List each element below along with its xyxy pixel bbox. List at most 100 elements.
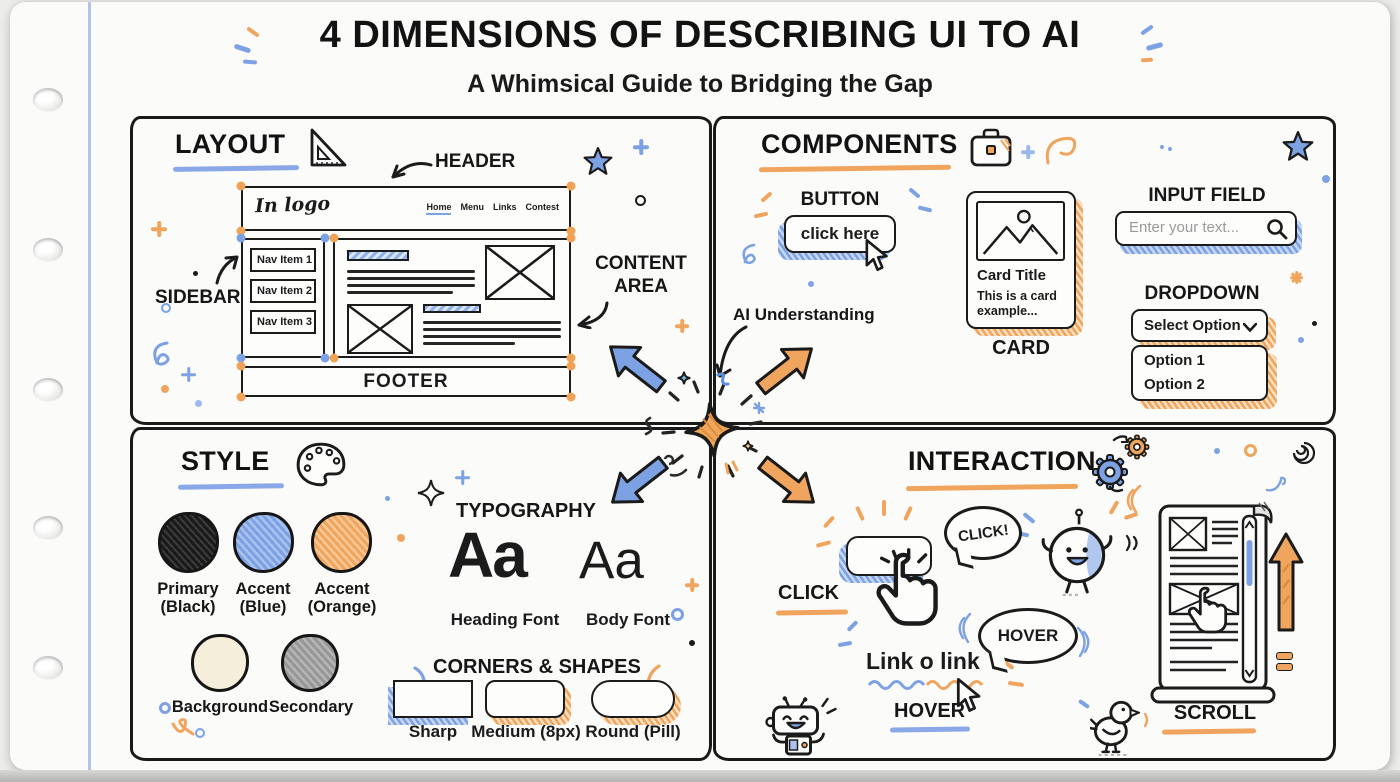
decor-plus [455, 470, 470, 485]
punch-hole [33, 656, 63, 680]
sharp-shape [393, 680, 473, 718]
ai-spark-star [644, 371, 766, 479]
bird-character [1090, 700, 1140, 756]
decor-dash [1276, 652, 1293, 660]
decor-star-blue [1282, 131, 1314, 161]
briefcase-icon [970, 128, 1012, 167]
palette-icon [296, 442, 346, 487]
handle-dot[interactable] [236, 233, 246, 243]
mascot-character [1041, 508, 1113, 596]
handle-dot[interactable] [236, 226, 246, 236]
tap-hand-icon [876, 548, 938, 626]
search-input-field[interactable] [1127, 218, 1261, 237]
handle-dot[interactable] [329, 353, 339, 363]
wireframe-nav-item[interactable]: Nav Item 1 [250, 248, 316, 272]
decor-quotes [1143, 712, 1149, 728]
decor-dash [908, 187, 921, 199]
pill-shape [591, 680, 675, 718]
swatch-accent-blue [233, 512, 294, 573]
decor-sparkle-outline [417, 479, 445, 507]
card-annotation: CARD [992, 337, 1050, 359]
dropdown-select[interactable]: Select Option [1131, 309, 1268, 342]
decor-squiggle [1045, 136, 1077, 165]
chevron-down-icon [1243, 323, 1257, 332]
decor-dot [193, 271, 198, 276]
decor-dot [689, 640, 695, 646]
round-label: Round (Pill) [585, 722, 681, 741]
nav-link-home[interactable]: Home [426, 202, 452, 215]
decor-squiggle [742, 243, 756, 265]
click-here-button[interactable]: click here [784, 215, 896, 253]
link-wavy-underline [867, 680, 984, 690]
hover-link[interactable]: Link o link [866, 648, 980, 674]
handle-dot[interactable] [566, 361, 576, 371]
punch-hole [33, 88, 63, 112]
components-heading-underline [758, 164, 952, 173]
nav-link-menu[interactable]: Menu [460, 202, 484, 212]
hover-underline [889, 726, 971, 733]
decor-plus [685, 578, 699, 592]
content-text-line [347, 291, 453, 294]
handle-dot[interactable] [566, 181, 576, 191]
decor-squiggle [171, 718, 195, 736]
medium-shape [485, 680, 565, 718]
button-annotation: BUTTON [800, 189, 880, 210]
sharp-label: Sharp [408, 722, 458, 741]
mountains-icon [982, 209, 1059, 255]
decor-plus [675, 319, 689, 333]
decor-dot [161, 385, 169, 393]
search-input[interactable] [1115, 211, 1297, 246]
dropdown-option[interactable]: Option 2 [1144, 376, 1205, 393]
swatch-label: Secondary [268, 698, 354, 716]
wireframe-header: In logo Home Menu Links Contest [241, 186, 571, 231]
decor-dash [917, 205, 933, 213]
handle-dot[interactable] [566, 353, 576, 363]
decor-dot [397, 534, 405, 542]
decor-dash [846, 619, 859, 633]
ai-understanding-label: AI Understanding [733, 305, 875, 324]
decor-arc [1126, 484, 1142, 514]
decor-dot [808, 281, 814, 287]
decor-star-blue [583, 147, 613, 175]
scroll-page [1150, 501, 1276, 704]
swatch-background [191, 634, 249, 692]
decor-ring [161, 303, 171, 313]
decor-dash [1140, 57, 1154, 63]
dropdown-options: Option 1 Option 2 [1131, 345, 1268, 401]
decor-plus [151, 221, 167, 237]
wireframe-nav-item[interactable]: Nav Item 2 [250, 279, 316, 303]
nav-link-links[interactable]: Links [492, 202, 517, 212]
handle-dot[interactable] [329, 233, 339, 243]
swatch-label: Accent (Orange) [307, 580, 377, 617]
handle-dot[interactable] [236, 361, 246, 371]
handle-dot[interactable] [566, 392, 576, 402]
input-annotation: INPUT FIELD [1148, 185, 1266, 206]
handle-dot[interactable] [566, 226, 576, 236]
swatch-secondary [281, 634, 339, 692]
handle-dot[interactable] [236, 392, 246, 402]
nav-link-contest[interactable]: Contest [525, 202, 560, 212]
dropdown-option[interactable]: Option 1 [1144, 352, 1205, 369]
content-area-annotation: CONTENT AREA [595, 253, 687, 297]
dropdown-selected-value: Select Option [1144, 317, 1241, 334]
decor-dash [1276, 663, 1293, 671]
handle-dot[interactable] [566, 233, 576, 243]
corners-heading: CORNERS & SHAPES [433, 656, 641, 678]
handle-dot[interactable] [236, 353, 246, 363]
wireframe-nav-item[interactable]: Nav Item 3 [250, 310, 316, 334]
search-icon[interactable] [1265, 217, 1289, 241]
decor-dash [760, 191, 773, 203]
handle-dot[interactable] [320, 233, 330, 243]
handle-dot[interactable] [236, 181, 246, 191]
header-arrow [391, 162, 433, 179]
decor-dash [837, 640, 853, 648]
decor-ring [635, 195, 646, 206]
body-font-sample: Aa [579, 531, 644, 590]
style-heading: STYLE [181, 446, 270, 476]
card-body: This is a card example... [977, 289, 1057, 318]
gears-icon [1092, 434, 1150, 493]
content-text-line [347, 277, 475, 280]
handle-dot[interactable] [320, 353, 330, 363]
click-demo-button[interactable] [846, 536, 932, 576]
